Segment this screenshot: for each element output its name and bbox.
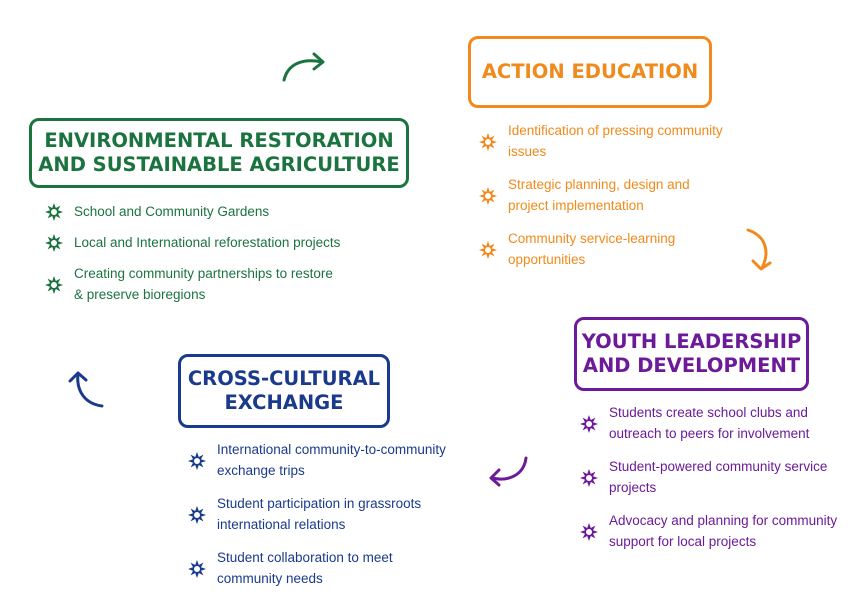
blue-curved-arrow-icon <box>68 371 104 408</box>
list-item: Student collaboration to meet community … <box>187 548 457 590</box>
youth-title-line1: YOUTH LEADERSHIP <box>581 329 802 353</box>
list-item-text: Community service-learning opportunities <box>508 230 676 267</box>
star-burst-icon <box>187 451 207 471</box>
action-title-box: ACTION EDUCATION <box>468 36 712 108</box>
list-item-text: Advocacy and planning for community supp… <box>609 512 838 549</box>
star-burst-icon <box>44 202 64 222</box>
list-item: Creating community partnerships to resto… <box>44 264 344 306</box>
list-item-text: Student participation in grassroots inte… <box>217 495 422 532</box>
green-curved-arrow-icon <box>282 52 325 82</box>
cross-title: CROSS-CULTURAL EXCHANGE <box>188 367 380 416</box>
list-item-text: Local and International reforestation pr… <box>74 234 341 250</box>
list-item: International community-to-community exc… <box>187 440 457 482</box>
star-burst-icon <box>478 186 498 206</box>
environmental-title-box: ENVIRONMENTAL RESTORATION AND SUSTAINABL… <box>29 118 409 188</box>
list-item-text: Identification of pressing community iss… <box>508 123 723 159</box>
list-item-text: School and Community Gardens <box>74 204 270 219</box>
star-burst-icon <box>579 468 599 488</box>
list-item-text: Students create school clubs and outreac… <box>609 405 810 441</box>
star-burst-icon <box>478 240 498 260</box>
youth-list: Students create school clubs and outreac… <box>579 403 859 565</box>
list-item-text: Student collaboration to meet community … <box>217 549 393 586</box>
list-item: Student-powered community service projec… <box>579 457 859 499</box>
cross-title-box: CROSS-CULTURAL EXCHANGE <box>178 354 390 428</box>
star-burst-icon <box>579 522 599 542</box>
star-burst-icon <box>44 275 64 295</box>
list-item-text: Strategic planning, design and project i… <box>508 176 690 213</box>
list-item-text: International community-to-community exc… <box>217 442 446 478</box>
environmental-list: School and Community Gardens Local and I… <box>44 202 344 316</box>
star-burst-icon <box>187 505 207 525</box>
list-item: Local and International reforestation pr… <box>44 233 344 254</box>
environmental-title: ENVIRONMENTAL RESTORATION AND SUSTAINABL… <box>38 129 399 178</box>
cross-list: International community-to-community exc… <box>187 440 457 602</box>
youth-title-line2: AND DEVELOPMENT <box>582 354 801 377</box>
list-item: Advocacy and planning for community supp… <box>579 511 859 553</box>
list-item: Strategic planning, design and project i… <box>478 175 728 217</box>
list-item: School and Community Gardens <box>44 202 344 223</box>
action-list: Identification of pressing community iss… <box>478 121 728 283</box>
list-item-text: Creating community partnerships to resto… <box>74 265 333 302</box>
youth-title: YOUTH LEADERSHIP AND DEVELOPMENT <box>582 330 802 379</box>
star-burst-icon <box>187 559 207 579</box>
star-burst-icon <box>44 233 64 253</box>
cross-title-line2: EXCHANGE <box>224 391 344 414</box>
cross-title-line1: CROSS-CULTURAL <box>187 366 381 390</box>
purple-curved-arrow-icon <box>489 456 528 487</box>
list-item-text: Student-powered community service projec… <box>609 458 828 495</box>
environmental-title-line1: ENVIRONMENTAL RESTORATION <box>44 128 394 152</box>
list-item: Community service-learning opportunities <box>478 229 728 271</box>
orange-curved-arrow-icon <box>746 228 772 271</box>
list-item: Student participation in grassroots inte… <box>187 494 457 536</box>
youth-title-box: YOUTH LEADERSHIP AND DEVELOPMENT <box>574 317 809 391</box>
star-burst-icon <box>579 414 599 434</box>
star-burst-icon <box>478 132 498 152</box>
list-item: Students create school clubs and outreac… <box>579 403 859 445</box>
environmental-title-line2: AND SUSTAINABLE AGRICULTURE <box>38 153 400 176</box>
action-title: ACTION EDUCATION <box>481 59 699 83</box>
list-item: Identification of pressing community iss… <box>478 121 728 163</box>
